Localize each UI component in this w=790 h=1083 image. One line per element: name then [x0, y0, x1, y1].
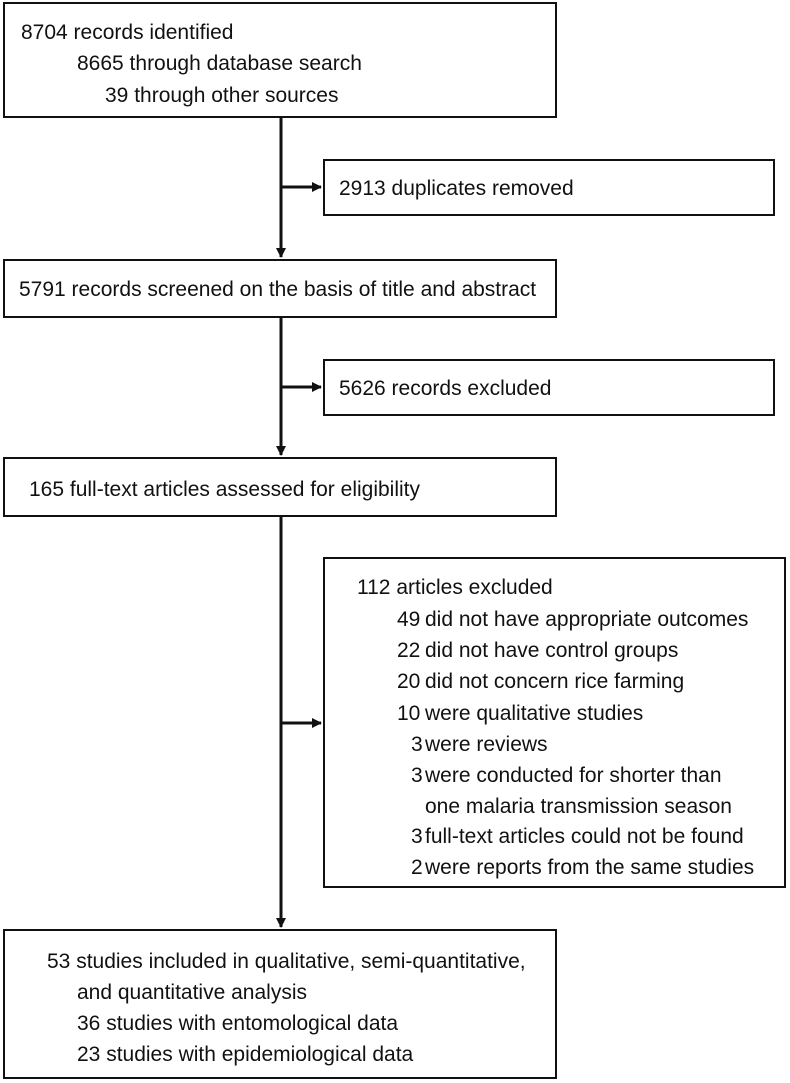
identification-total: 8704 records identified	[21, 21, 234, 44]
duplicates-text: 2913 duplicates removed	[339, 177, 574, 200]
included-epidemiological: 23 studies with epidemiological data	[77, 1043, 414, 1066]
exclusion-reason-continuation: one malaria transmission season	[425, 795, 732, 818]
records-excluded-text: 5626 records excluded	[339, 377, 552, 400]
exclusion-reason-text: did not concern rice farming	[425, 670, 685, 693]
records-excluded-box: 5626 records excluded	[323, 359, 775, 416]
exclusion-reason-count: 10	[397, 702, 421, 725]
screening-text: 5791 records screened on the basis of ti…	[19, 278, 537, 301]
eligibility-text: 165 full-text articles assessed for elig…	[29, 478, 421, 501]
articles-excluded-box: 112 articles excluded 49 did not have ap…	[323, 557, 786, 888]
exclusion-reason-text: were conducted for shorter than	[425, 764, 722, 787]
exclusion-reason-text: were qualitative studies	[425, 702, 644, 725]
exclusion-reason-text: did not have appropriate outcomes	[425, 608, 749, 631]
included-summary-continuation: and quantitative analysis	[77, 981, 307, 1004]
exclusion-reason-text: were reviews	[425, 733, 548, 756]
duplicates-box: 2913 duplicates removed	[323, 159, 775, 216]
exclusion-reason-count: 3	[411, 764, 423, 787]
exclusion-reason-count: 22	[397, 639, 421, 662]
exclusion-reason-text: were reports from the same studies	[425, 856, 755, 879]
articles-excluded-header: 112 articles excluded	[357, 576, 553, 599]
exclusion-reason-text: did not have control groups	[425, 639, 679, 662]
eligibility-box: 165 full-text articles assessed for elig…	[3, 457, 557, 517]
exclusion-reason-count: 3	[411, 733, 423, 756]
exclusion-reason-count: 2	[411, 856, 423, 879]
identification-other: 39 through other sources	[105, 84, 339, 107]
exclusion-reason-count: 49	[397, 608, 421, 631]
included-entomological: 36 studies with entomological data	[77, 1012, 399, 1035]
screening-box: 5791 records screened on the basis of ti…	[3, 259, 557, 318]
included-box: 53 studies included in qualitative, semi…	[3, 929, 557, 1079]
exclusion-reason-text: full-text articles could not be found	[425, 825, 744, 848]
identification-box: 8704 records identified 8665 through dat…	[3, 2, 557, 118]
included-summary: 53 studies included in qualitative, semi…	[47, 950, 526, 973]
exclusion-reason-count: 20	[397, 670, 421, 693]
exclusion-reason-count: 3	[411, 825, 423, 848]
identification-database: 8665 through database search	[77, 52, 362, 75]
